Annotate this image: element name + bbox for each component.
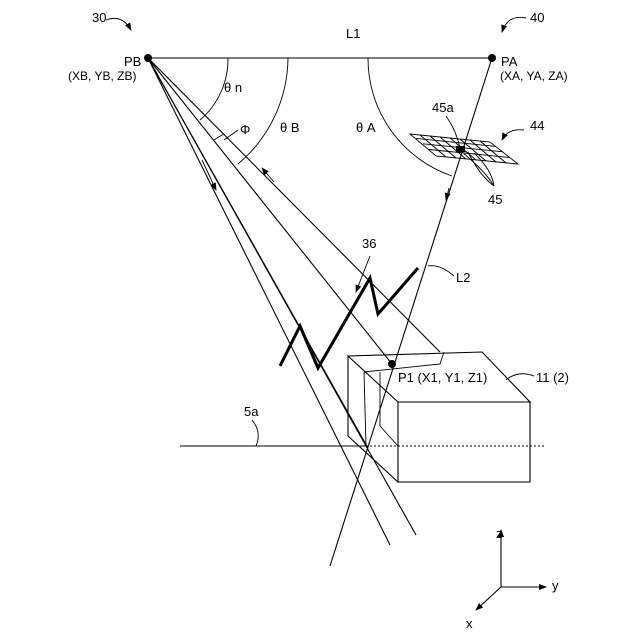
ref-40-label: 40 [530,10,544,25]
arc-theta-a [368,58,452,176]
point-pb-coords: (XB, YB, ZB) [68,69,136,83]
axis-y-label: y [552,578,559,593]
ray-pb-to-p1 [148,58,392,364]
baseline-l1-label: L1 [346,26,360,41]
angle-theta-b-label: θ B [280,120,300,135]
ref-40-leader [502,17,526,32]
pattern-36-leader [356,256,370,292]
axis-z-label: z [496,526,503,541]
ray-pb-far [148,58,390,545]
sensor-pixel-45a [456,146,465,152]
phi-leader [224,130,238,140]
arc-phi [214,134,224,140]
point-pa-label: PA [501,54,518,69]
angle-theta-a-label: θ A [356,120,376,135]
l2-leader [428,266,454,276]
plane-ref-label: 5a [244,404,259,419]
angle-phi-label: Φ [240,122,250,137]
object-ref-leader [506,374,534,380]
pixel-ref-label: 45a [432,100,454,115]
axis-x [476,587,501,610]
ref-44-leader [502,130,524,140]
ref-30-leader [106,18,131,30]
pattern-ref-label: 36 [362,236,376,251]
object-ref-label: 11 (2) [536,370,569,385]
angle-theta-n-label: θ n [224,80,242,95]
ref-30-label: 30 [92,10,106,25]
sensor-ref-label: 44 [530,118,544,133]
point-pb-label: PB [124,54,141,69]
zigzag-pattern-36 [280,268,418,368]
arc-theta-b [238,58,288,164]
axis-x-label: x [466,616,473,631]
pixel-45a-leader [446,116,460,148]
ray-pb-right [148,58,440,352]
point-pa-coords: (XA, YA, ZA) [500,69,568,83]
ray-l2-label: L2 [456,270,470,285]
point-p1 [388,360,396,368]
pixels-ref-label: 45 [488,192,502,207]
point-p1-label: P1 (X1, Y1, Z1) [398,370,487,385]
plane-5a-leader [252,420,258,446]
